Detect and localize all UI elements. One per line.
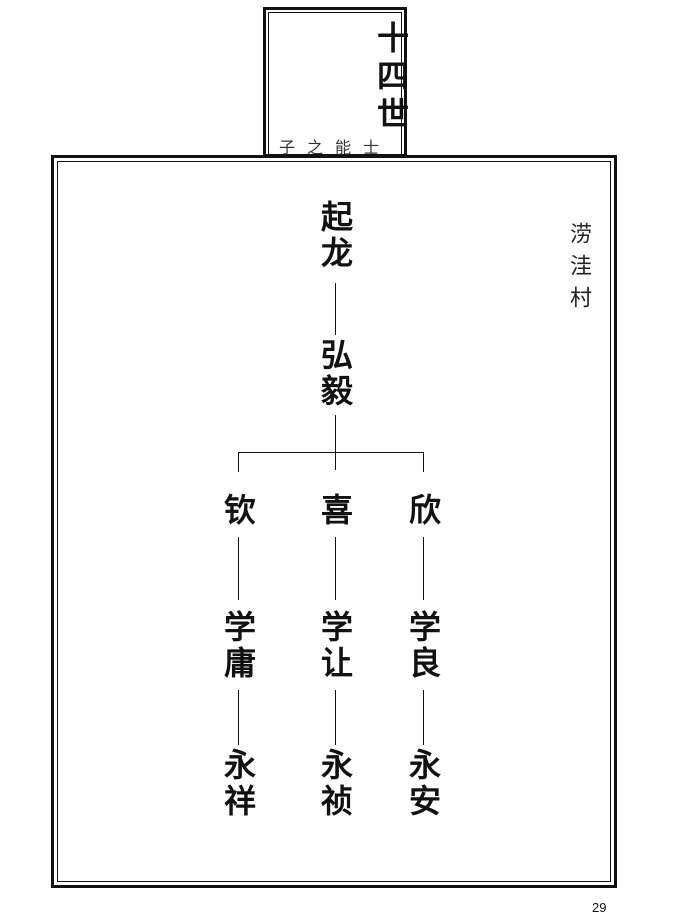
- great-grandchild-name: 永安: [404, 748, 442, 820]
- root-name: 起龙: [316, 200, 354, 272]
- connector-line: [238, 537, 239, 600]
- connector-line: [335, 283, 336, 335]
- generation-subtitle: 子之能士: [278, 138, 391, 157]
- connector-line: [238, 452, 239, 472]
- generation-title: 十四世: [372, 21, 410, 135]
- great-grandchild-name: 永祯: [316, 748, 354, 820]
- child-name: 喜: [316, 493, 354, 529]
- connector-line: [238, 690, 239, 745]
- grandchild-name: 学庸: [219, 610, 257, 682]
- great-grandchild-name: 永祥: [219, 748, 257, 820]
- connector-line: [423, 690, 424, 745]
- page-number: 29: [592, 900, 607, 915]
- generation-label-box: 十四世 子之能士: [263, 7, 410, 157]
- connector-line: [423, 537, 424, 600]
- child-name: 钦: [219, 493, 257, 529]
- branch-line: [238, 452, 424, 453]
- grandchild-name: 学良: [404, 610, 442, 682]
- connector-line: [423, 452, 424, 472]
- village-name: 涝洼村: [566, 222, 591, 318]
- connector-line: [335, 415, 336, 470]
- child-name: 欣: [404, 493, 442, 529]
- grandchild-name: 学让: [316, 610, 354, 682]
- connector-line: [335, 690, 336, 745]
- second-name: 弘毅: [316, 338, 354, 410]
- inner-frame: [57, 161, 611, 882]
- connector-line: [335, 537, 336, 600]
